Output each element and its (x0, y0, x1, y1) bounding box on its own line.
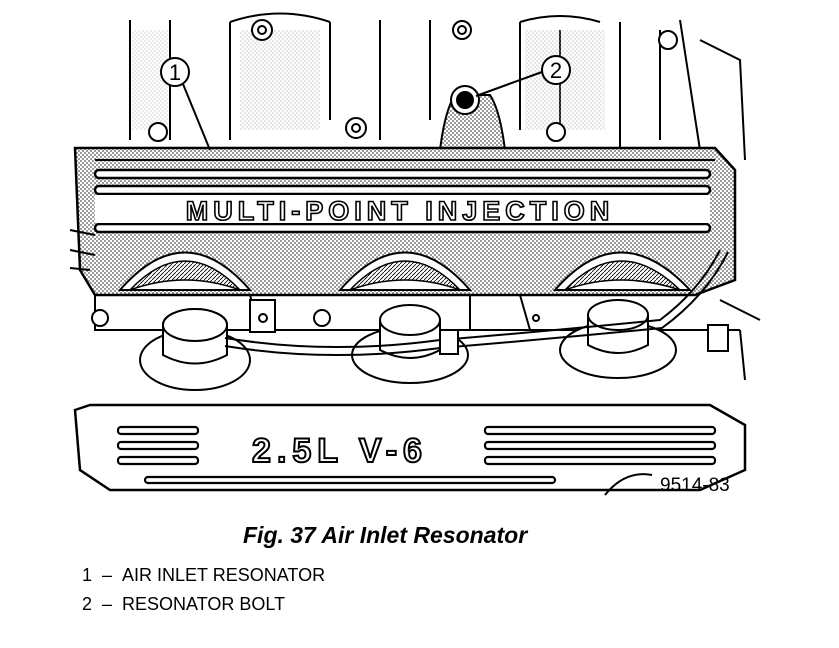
figure-number: 9514-83 (660, 475, 730, 496)
callout-1: 1 (160, 57, 211, 151)
legend-item-2-label: RESONATOR BOLT (122, 594, 286, 614)
legend-item-2-number: 2 (82, 594, 93, 614)
callout-1-number: 1 (169, 60, 181, 85)
engine-cover (73, 403, 747, 492)
legend-item-1-label: AIR INLET RESONATOR (122, 565, 326, 585)
injector-flange (91, 294, 740, 333)
resonator-bolt (438, 85, 507, 151)
legend-separator: – (102, 594, 113, 614)
callout-2: 2 (475, 55, 571, 97)
multi-point-injection-text: MULTI-POINT INJECTION (186, 196, 615, 226)
legend-item-1-number: 1 (82, 565, 93, 585)
legend-item-1: 1–AIR INLET RESONATOR (82, 565, 325, 586)
engine-cover-text: 2.5L V-6 (252, 432, 428, 470)
intake-runners (129, 12, 746, 161)
wiring-harness (224, 249, 761, 381)
legend-item-2: 2–RESONATOR BOLT (82, 594, 285, 615)
engine-illustration: MULTI-POINT INJECTION (69, 12, 761, 496)
fuel-injectors (139, 299, 677, 391)
legend-separator: – (102, 565, 113, 585)
air-inlet-resonator (73, 146, 737, 297)
callout-2-number: 2 (550, 58, 562, 83)
figure-caption: Fig. 37 Air Inlet Resonator (243, 522, 528, 548)
left-hoses (69, 229, 96, 271)
runner-bolts (148, 19, 678, 142)
